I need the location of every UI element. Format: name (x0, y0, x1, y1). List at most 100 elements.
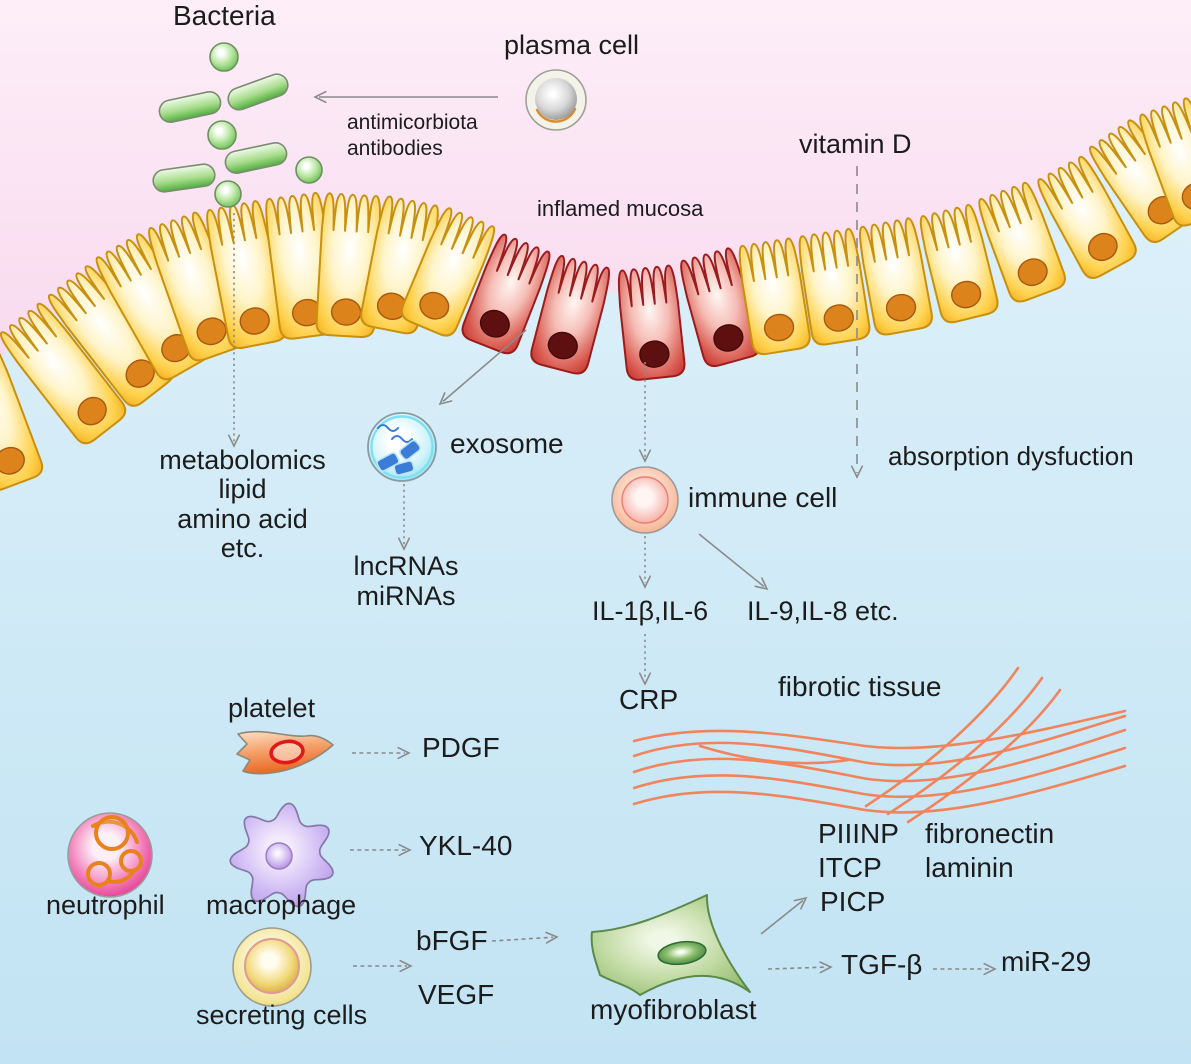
metabolomics-line3: amino acid (177, 503, 308, 534)
exosome-rna-squiggle (391, 435, 413, 443)
il1b-il6-label: IL-1β,IL-6 (592, 596, 709, 626)
neutrophil-label: neutrophil (46, 890, 165, 920)
metabolomics-label: metabolomics lipid amino acid etc. (140, 445, 345, 564)
exosome-rna-squiggle (377, 424, 399, 432)
arrow-vitamin-d (850, 166, 864, 479)
fibronectin-label: fibronectin (925, 818, 1055, 849)
bacterium-coccus (207, 120, 237, 150)
secreting-cell (232, 927, 312, 1007)
immune-cell-nucleus (621, 476, 669, 524)
epithelial-cell (738, 237, 811, 356)
macrophage-nucleus (265, 842, 293, 870)
il9-il8-label: IL-9,IL-8 etc. (747, 596, 899, 626)
myofibroblast-label: myofibroblast (590, 994, 757, 1025)
epithelial-cell (1037, 156, 1137, 279)
arrow-macrophage-to-ykl40 (350, 843, 412, 857)
arrow-immune-to-il9 (698, 533, 769, 591)
bacterium-rod (152, 163, 216, 193)
plasma-cell-label: plasma cell (504, 30, 640, 60)
cell-nucleus (1087, 232, 1118, 262)
picp-label: PICP (820, 886, 886, 917)
epithelial-cell (919, 203, 999, 324)
inflamed-epithelial-cell (680, 247, 761, 368)
macrophage-label: macrophage (206, 890, 357, 920)
immune-cell (611, 466, 679, 534)
rnas-label: lncRNAs miRNAs (340, 551, 472, 611)
fibrotic-tissue-label: fibrotic tissue (778, 671, 942, 702)
ykl40-label: YKL-40 (419, 830, 513, 861)
arrow-secreting-to-bfgf (353, 959, 413, 973)
metabolomics-line1: metabolomics (159, 445, 326, 475)
bacteria-label: Bacteria (173, 0, 276, 31)
cell-nucleus (547, 331, 578, 360)
bacterium-rod (224, 142, 288, 174)
neutrophil-nucleus-lobe (94, 815, 130, 851)
fibrotic-tissue (632, 666, 1127, 824)
arrow-mucosa-to-immune-cell (638, 362, 652, 463)
inflamed-epithelial-cell (530, 255, 610, 375)
neutrophil-cell (67, 812, 153, 898)
arrow-exosome-to-rnas (397, 484, 411, 551)
arrow-bfgf-to-myofibroblast (491, 931, 559, 944)
arrow-platelet-to-pdgf (352, 746, 411, 760)
mir29-label: miR-29 (1001, 946, 1092, 977)
arrow-epithelium-to-metabolomics (227, 213, 241, 448)
vitamin-d-label: vitamin D (799, 129, 912, 159)
arrow-il1b-to-crp (638, 634, 652, 686)
metabolomics-line2: lipid (218, 474, 267, 505)
lumen-pink-region (0, 0, 1191, 358)
epithelial-cell (400, 207, 496, 337)
antibodies-line1: antimicorbiota (347, 111, 478, 134)
cell-nucleus (77, 396, 107, 426)
cell-nucleus (239, 307, 270, 335)
bfgf-label: bFGF (416, 925, 488, 956)
arrow-antibodies-to-bacteria (313, 90, 498, 104)
crp-label: CRP (619, 684, 679, 715)
secreting-cell-core (244, 938, 300, 994)
plasma-cell (525, 69, 587, 131)
epithelial-cell (206, 200, 287, 349)
epithelial-cell (859, 217, 933, 336)
epithelial-cell (1139, 97, 1191, 227)
epithelial-cell (978, 181, 1066, 303)
epithelial-cell (0, 341, 44, 492)
epithelium (0, 97, 1191, 492)
absorption-label: absorption dysfuction (888, 441, 1134, 471)
lncrnas-line: lncRNAs (353, 551, 459, 581)
exosome-vesicle (367, 412, 437, 482)
epithelial-cell (0, 302, 127, 445)
neutrophil-nucleus-lobe (86, 861, 112, 887)
bacterium-rod (227, 73, 289, 111)
immune-cell-label: immune cell (688, 482, 838, 513)
bacteria-cluster (152, 42, 323, 208)
bacterium-coccus (209, 42, 239, 72)
bacterium-rod (158, 91, 222, 123)
epithelial-cell (798, 227, 871, 346)
exosome-cargo (376, 452, 400, 472)
inflamed-mucosa-label: inflamed mucosa (537, 196, 704, 221)
exosome-cargo (399, 439, 421, 461)
arrow-tgfb-to-mir29 (933, 962, 997, 976)
arrow-mucosa-to-exosome (438, 329, 527, 406)
antibodies-line2: antibodies (347, 136, 443, 160)
epithelial-cell (1088, 119, 1191, 244)
piiinp-label: PIIINP (818, 818, 899, 849)
cell-nucleus (823, 304, 854, 332)
cell-nucleus (419, 291, 450, 320)
mirnas-line: miRNAs (356, 580, 456, 611)
macrophage-cell (229, 802, 334, 908)
myofibroblast-cell (590, 894, 751, 996)
cell-nucleus (479, 309, 510, 338)
arrow-myofibroblast-to-picp (760, 896, 808, 935)
exosome-label: exosome (450, 428, 564, 459)
exosome-cargo (393, 460, 415, 476)
cell-nucleus (713, 324, 744, 352)
tgfb-label: TGF-β (841, 949, 923, 980)
cell-nucleus (1181, 182, 1191, 211)
bacterium-coccus (214, 180, 242, 208)
inflamed-epithelial-cell (617, 264, 686, 381)
cell-nucleus (885, 293, 917, 322)
metabolomics-line4: etc. (220, 533, 265, 564)
